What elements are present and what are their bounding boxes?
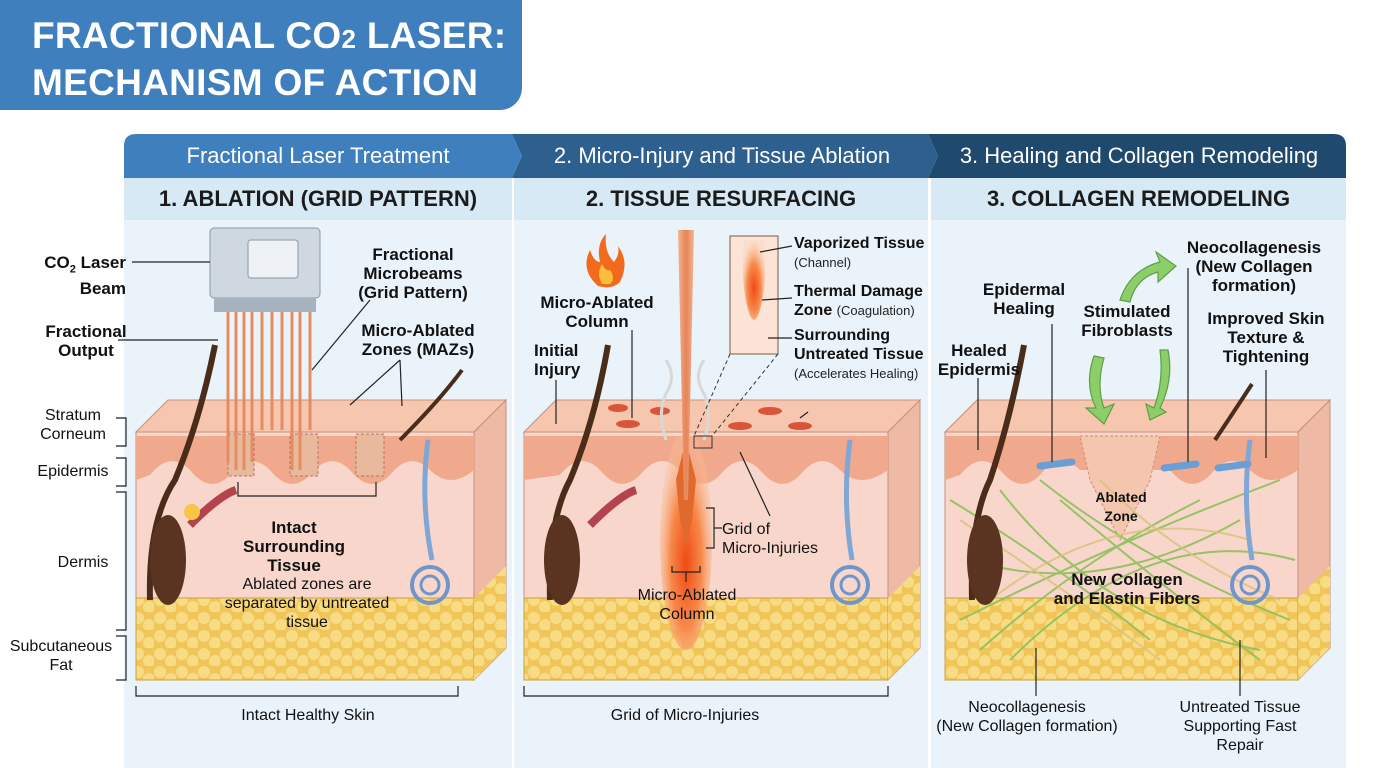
intact-healthy-skin-label: Intact Healthy Skin [241,707,375,724]
flame-icon [586,234,625,288]
panel-2-heading: 2. TISSUE RESURFACING [514,178,928,220]
intact-tissue-description: Ablated zones are separated by untreated… [224,576,390,631]
maz-label: Micro-Ablated Zones (MAZs) [361,321,475,359]
zoom-inset [693,235,779,449]
epidermal-healing-label: Epidermal Healing [982,280,1066,318]
column-top-label: Micro-Ablated Column [540,293,654,331]
skin-block-3 [943,344,1332,682]
grid-micro-injuries-label: Grid of Micro-Injuries [722,521,819,557]
subcutaneous-fat-label: Subcutaneous Fat [9,638,113,674]
surrounding-tissue-label: Surrounding Untreated Tissue(Accelerates… [794,327,924,381]
panel-1-heading: 1. ABLATION (GRID PATTERN) [124,178,512,220]
initial-injury-label: Initial Injury [534,341,581,379]
laser-microbeams [226,312,312,470]
neocollagenesis-top-label: Neocollagenesis (New Collagen formation) [1186,238,1322,295]
title-banner: FRACTIONAL CO2 LASER: MECHANISM OF ACTIO… [0,0,522,110]
microbeams-label: Fractional Microbeams (Grid Pattern) [358,245,468,302]
untreated-tissue-label: Untreated Tissue Supporting Fast Repair [1179,699,1301,754]
ablated-zone-label: Ablated Zone [1095,489,1147,524]
column-bottom-label: Micro-Ablated Column [637,587,737,623]
skin-block-2 [522,344,922,682]
intact-tissue-label: Intact Surrounding Tissue [243,518,345,575]
fractional-output-label: Fractional Output [45,322,127,360]
panel-2-leaders [523,245,889,697]
header-step-1: Fractional Laser Treatment [186,143,450,168]
header-step-3: 3. Healing and Collagen Remodeling [959,143,1319,168]
panel-3-heading: 3. COLLAGEN REMODELING [931,178,1346,220]
skin-block-1 [134,344,508,682]
stratum-corneum-label: Stratum Corneum [40,407,106,443]
improved-skin-label: Improved Skin Texture & Tightening [1207,309,1325,366]
panel-1-leaders [116,261,459,697]
healed-epidermis-label: Healed Epidermis [937,341,1021,379]
new-collagen-label: New Collagen and Elastin Fibers [1053,570,1201,608]
cycle-arrows [1084,250,1177,425]
page-title: FRACTIONAL CO2 LASER: MECHANISM OF ACTIO… [32,15,507,103]
header-step-2: 2. Micro-Injury and Tissue Ablation [553,143,891,168]
grid-bottom-label: Grid of Micro-Injuries [610,707,760,724]
laser-handpiece [209,227,321,312]
epidermis-label: Epidermis [37,463,109,480]
laser-beam [660,230,710,500]
dermis-label: Dermis [57,554,109,571]
panel-3-leaders [977,268,1267,696]
stimulated-fibroblasts-label: Stimulated Fibroblasts [1081,302,1173,340]
vaporized-tissue-label: Vaporized Tissue(Channel) [794,235,925,270]
neocollagenesis-bottom-label: Neocollagenesis (New Collagen formation) [936,699,1118,735]
